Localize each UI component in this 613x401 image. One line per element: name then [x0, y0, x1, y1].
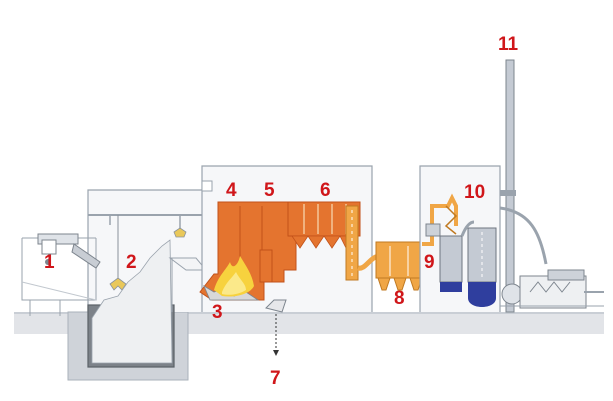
- label-4: 4: [226, 180, 237, 201]
- label-8: 8: [394, 288, 405, 309]
- label-9: 9: [424, 252, 435, 273]
- label-10: 10: [464, 182, 485, 203]
- label-3: 3: [212, 302, 223, 323]
- chimney-stack: [500, 60, 546, 312]
- label-6: 6: [320, 180, 331, 201]
- label-2: 2: [126, 252, 137, 273]
- bag-filter: [376, 242, 422, 290]
- label-5: 5: [264, 180, 275, 201]
- label-11: 11: [498, 34, 519, 55]
- induced-draft-fan: [500, 270, 604, 308]
- label-1: 1: [44, 252, 55, 273]
- label-7: 7: [270, 368, 281, 389]
